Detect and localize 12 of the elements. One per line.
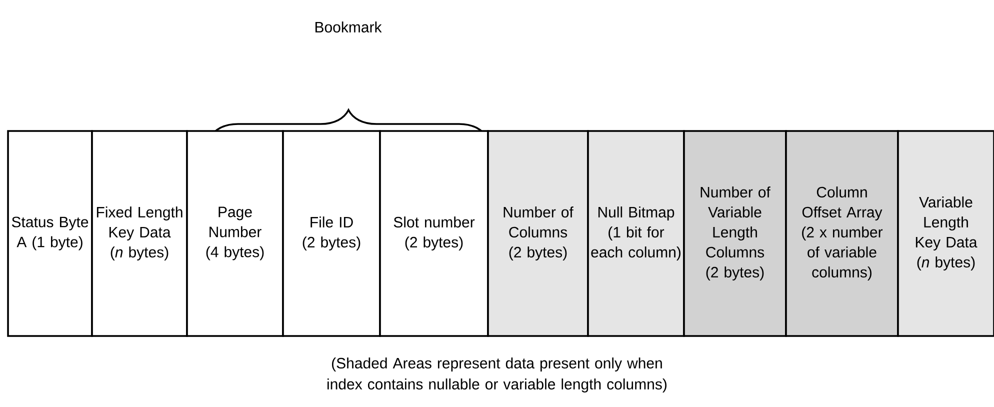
field-cell: Slot number (2 bytes) [379,130,489,337]
field-cell: Column Offset Array (2 x number of variable columns) [785,130,899,337]
field-cell: Number of Columns (2 bytes) [487,130,589,337]
caption: (Shaded Areas represent data present only when index contains nullable or variable length columns) [328,358,666,392]
field-cell: Fixed Length Key Data (n bytes) [91,130,188,337]
field-cell: Page Number (4 bytes) [186,130,284,337]
field-cell: Null Bitmap (1 bit for each column) [587,130,685,337]
field-cell: Number of Variable Length Columns (2 bytes) [683,130,787,337]
field-cell: Status Byte A (1 byte) [7,130,93,337]
field-cell: File ID (2 bytes) [282,130,381,337]
field-cell: Variable Length Key Data (n bytes) [897,130,994,337]
bracket-label: Bookmark [315,21,382,32]
